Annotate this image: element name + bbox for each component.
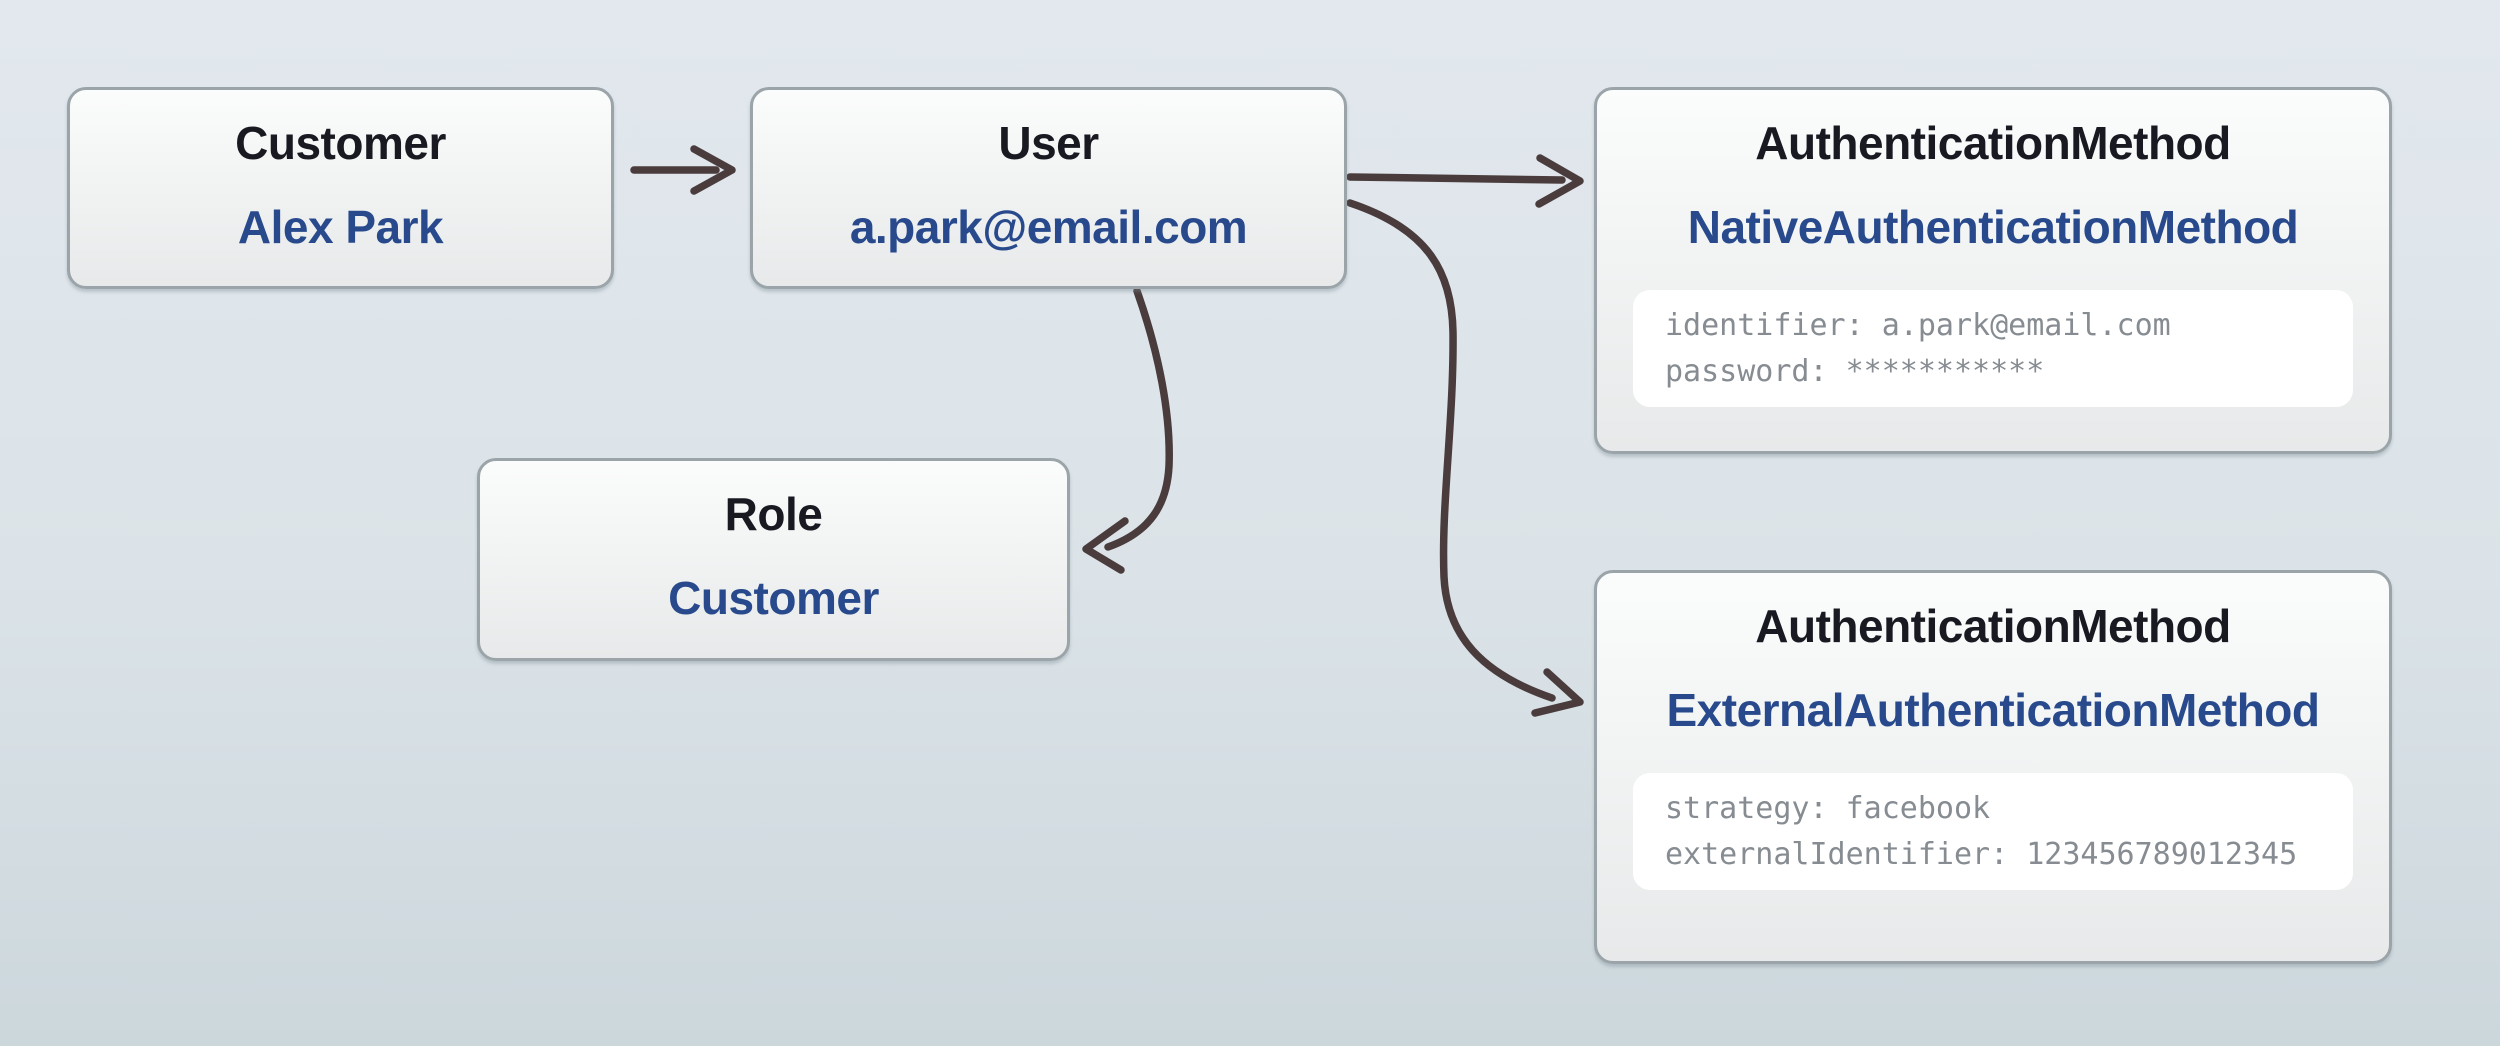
node-role-value: Customer xyxy=(668,572,879,624)
node-role: Role Customer xyxy=(477,458,1070,661)
node-user-title: User xyxy=(998,117,1099,169)
node-auth-external-title: AuthenticationMethod xyxy=(1755,600,2231,652)
field-identifier: identifier: a.park@email.com xyxy=(1665,308,2171,343)
arrow-customer-to-user xyxy=(630,145,736,195)
node-customer-value: Alex Park xyxy=(237,201,444,253)
node-authentication-method-external: AuthenticationMethod ExternalAuthenticat… xyxy=(1594,570,2392,964)
field-external-identifier: externalIdentifier: 123456789012345 xyxy=(1665,837,2298,872)
node-user-value: a.park@email.com xyxy=(849,201,1248,253)
auth-external-fields-panel: strategy: facebook externalIdentifier: 1… xyxy=(1633,773,2353,890)
node-customer: Customer Alex Park xyxy=(67,87,614,289)
arrow-user-to-external-auth xyxy=(1346,199,1584,717)
field-strategy: strategy: facebook xyxy=(1665,791,1991,826)
node-auth-native-subtitle: NativeAuthenticationMethod xyxy=(1687,201,2299,253)
node-customer-title: Customer xyxy=(235,117,446,169)
arrow-user-to-native-auth xyxy=(1346,154,1584,208)
node-user: User a.park@email.com xyxy=(750,87,1347,289)
node-role-title: Role xyxy=(724,488,823,540)
field-password: password: *********** xyxy=(1665,354,2045,389)
auth-native-fields-panel: identifier: a.park@email.com password: *… xyxy=(1633,290,2353,407)
node-auth-external-subtitle: ExternalAuthenticationMethod xyxy=(1666,684,2320,736)
node-authentication-method-native: AuthenticationMethod NativeAuthenticatio… xyxy=(1594,87,2392,454)
arrow-user-to-role xyxy=(1082,287,1173,574)
node-auth-native-title: AuthenticationMethod xyxy=(1755,117,2231,169)
